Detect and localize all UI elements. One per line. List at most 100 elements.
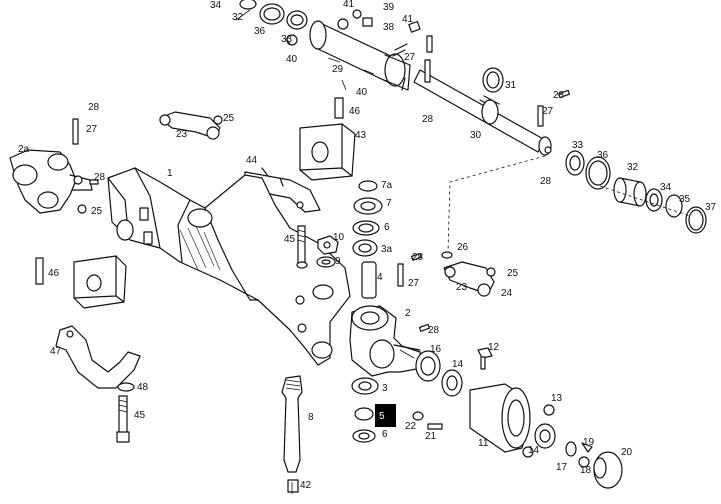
- label-10: 10: [333, 232, 345, 243]
- label-14-lower: 14: [528, 445, 540, 456]
- highlight-box: [375, 404, 396, 427]
- lower-washers: [351, 377, 379, 443]
- label-28-top: 28: [422, 114, 434, 125]
- label-25-lower: 25: [507, 268, 519, 279]
- kingpin-lower: [281, 375, 303, 493]
- label-4: 4: [377, 272, 383, 283]
- label-25-upper: 25: [223, 113, 235, 124]
- pin-27-mid: [397, 252, 430, 332]
- label-24: 24: [501, 288, 513, 299]
- label-47: 47: [50, 346, 62, 357]
- label-13: 13: [551, 393, 563, 404]
- label-37: 37: [705, 202, 717, 213]
- nut-10: [317, 235, 339, 255]
- label-12: 12: [488, 342, 500, 353]
- label-26: 26: [457, 242, 469, 253]
- label-39: 39: [383, 2, 395, 13]
- label-28-lower: 28: [428, 325, 440, 336]
- label-34-top: 34: [210, 0, 222, 11]
- label-11: 11: [478, 438, 489, 449]
- label-32-top: 32: [232, 12, 244, 23]
- label-28-left: 28: [88, 102, 100, 113]
- label-17: 17: [556, 462, 568, 473]
- label-32-right: 32: [627, 162, 639, 173]
- label-28-right-b: 28: [540, 176, 552, 187]
- label-2: 2: [405, 308, 411, 319]
- label-8: 8: [308, 412, 314, 423]
- steering-knuckle-left: [9, 149, 93, 214]
- bolt-45-lower: [116, 395, 130, 443]
- steering-arm-upper: [159, 111, 223, 140]
- label-44: 44: [246, 155, 258, 166]
- label-7a: 7a: [381, 180, 393, 191]
- bolt-21: [427, 423, 443, 430]
- label-22: 22: [405, 421, 417, 432]
- label-21: 21: [425, 431, 437, 442]
- label-29: 29: [332, 64, 344, 75]
- bolt-12: [477, 347, 493, 370]
- label-31: 31: [505, 80, 517, 91]
- label-42: 42: [300, 480, 312, 491]
- label-27-right: 27: [542, 106, 554, 117]
- label-48: 48: [137, 382, 149, 393]
- label-27-left: 27: [86, 124, 98, 135]
- leader-lines: [235, 9, 691, 494]
- label-3: 3: [382, 383, 388, 394]
- label-19: 19: [583, 437, 595, 448]
- kingpin-stack: [352, 180, 383, 299]
- label-43: 43: [355, 130, 367, 141]
- label-23-lower: 23: [456, 282, 468, 293]
- right-bearing-stack: [565, 150, 707, 234]
- label-33-right: 33: [572, 140, 584, 151]
- label-27-mid: 27: [408, 278, 420, 289]
- label-28-right-a: 28: [553, 90, 565, 101]
- rubber-mount-upper: [299, 97, 356, 181]
- label-38: 38: [383, 22, 395, 33]
- label-36-right: 36: [597, 150, 609, 161]
- label-28-left-b: 28: [94, 172, 106, 183]
- label-25-left: 25: [91, 206, 103, 217]
- nut-22: [412, 411, 424, 421]
- callout-labels: 34 32 36 33 40 41 39 38 41 27 29 40 28 3…: [18, 0, 717, 491]
- label-16: 16: [430, 344, 442, 355]
- label-45-upper: 45: [284, 234, 296, 245]
- hub-assembly: [415, 350, 623, 489]
- label-30: 30: [470, 130, 482, 141]
- label-20: 20: [621, 447, 633, 458]
- seal-rings-top: [239, 0, 433, 91]
- label-46-upper: 46: [349, 106, 361, 117]
- label-1: 1: [167, 168, 173, 179]
- label-18: 18: [580, 465, 592, 476]
- label-41-top-a: 41: [343, 0, 355, 10]
- rubber-mount-lower: [35, 255, 127, 309]
- label-3a: 3a: [381, 244, 393, 255]
- label-7: 7: [386, 198, 392, 209]
- label-2a: 2a: [18, 144, 30, 155]
- label-45-lower: 45: [134, 410, 146, 421]
- bracket-47: [55, 325, 141, 392]
- pin-28-right: [537, 89, 570, 127]
- label-6-upper: 6: [384, 222, 390, 233]
- label-34-right: 34: [660, 182, 672, 193]
- label-46-lower: 46: [48, 268, 60, 279]
- pin-27-upper-right: [424, 59, 431, 83]
- label-40-top: 40: [286, 54, 298, 65]
- label-9: 9: [335, 256, 341, 267]
- bolt-45-upper: [296, 225, 308, 269]
- label-5-highlighted: 5: [379, 411, 385, 422]
- label-41-top-b: 41: [402, 14, 414, 25]
- steering-knuckle-right: [349, 305, 423, 377]
- label-35: 35: [679, 194, 691, 205]
- label-23-upper: 23: [176, 129, 188, 140]
- steering-arm-lower: [441, 251, 496, 297]
- pin-27-left: [72, 118, 99, 185]
- label-33-top: 33: [281, 34, 293, 45]
- label-28-mid: 28: [412, 252, 424, 263]
- label-36-top: 36: [254, 26, 266, 37]
- steering-cylinder: [309, 9, 552, 156]
- label-27-top: 27: [404, 52, 416, 63]
- washer-9: [316, 256, 336, 268]
- label-40-mid: 40: [356, 87, 368, 98]
- axle-beam: [107, 167, 351, 366]
